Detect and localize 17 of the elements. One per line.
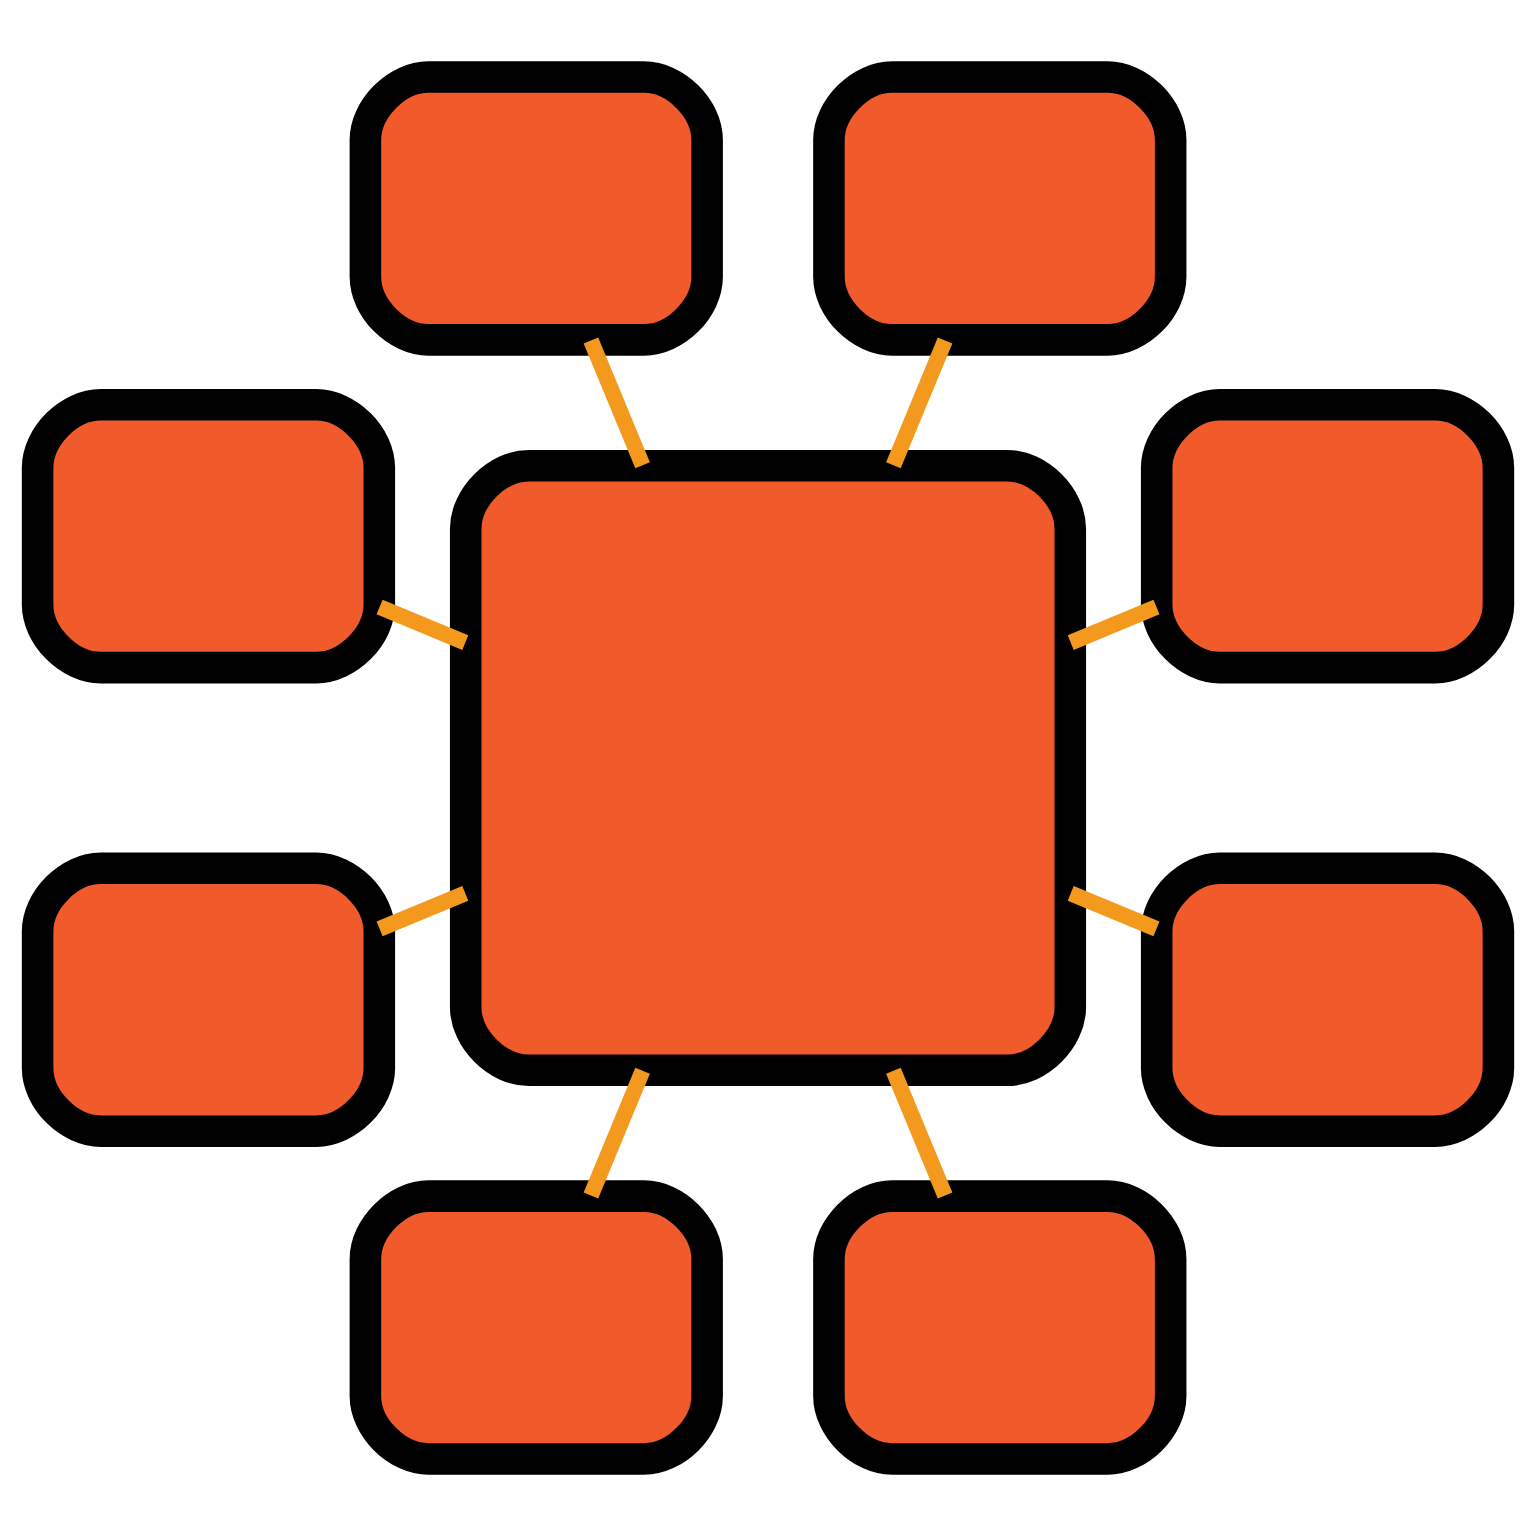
node-box [813,61,1187,356]
node-box [21,389,396,684]
node-box [1140,852,1515,1147]
connector [1067,599,1160,650]
node-box [813,1180,1187,1475]
connector [886,337,953,469]
node-box [349,1180,723,1475]
connector [886,1067,953,1199]
node-box [21,852,396,1147]
node-box [449,449,1087,1087]
connector [583,337,650,469]
node-box [349,61,723,356]
connector [376,599,469,650]
node-box [1140,389,1515,684]
connector [583,1067,650,1199]
connector [376,886,469,937]
connector [1067,886,1160,937]
